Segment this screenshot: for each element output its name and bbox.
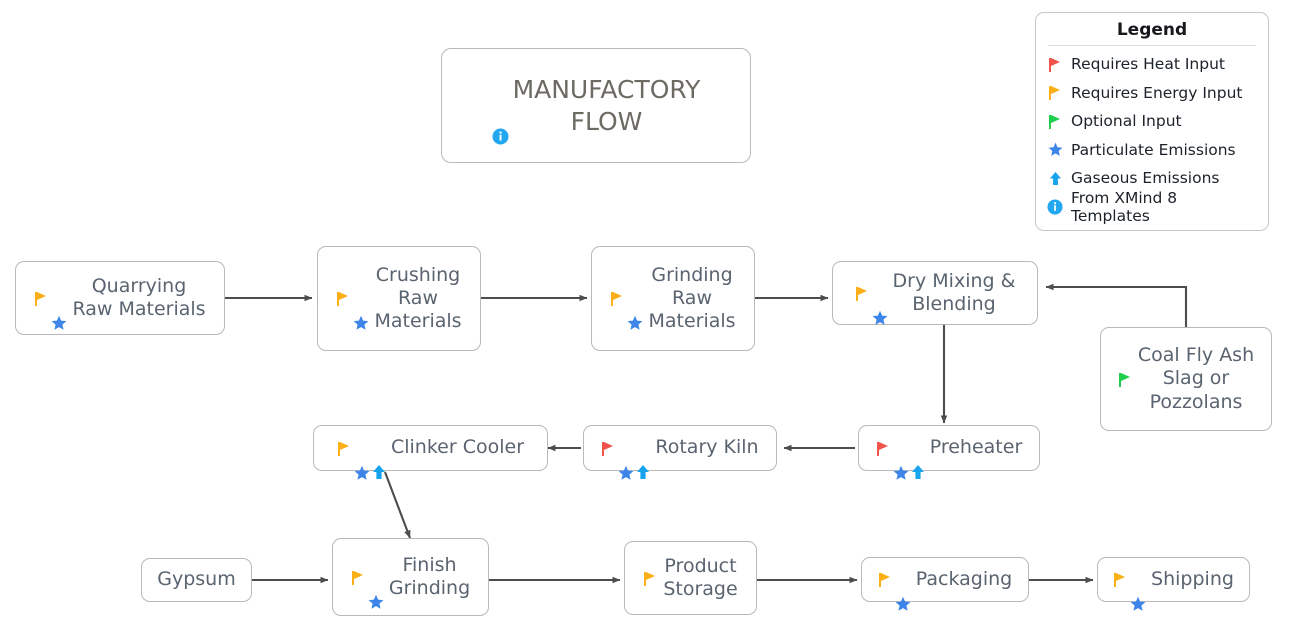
node-shipping-label: Shipping bbox=[1151, 567, 1234, 590]
info-icon bbox=[492, 97, 509, 145]
node-finish-grinding[interactable]: Finish Grinding bbox=[332, 538, 489, 616]
star-particulate-icon bbox=[354, 440, 370, 480]
node-gypsum[interactable]: Gypsum bbox=[141, 558, 252, 602]
node-crushing-label: Crushing Raw Materials bbox=[374, 263, 462, 333]
star-particulate-icon bbox=[368, 569, 384, 609]
flag-heat-icon bbox=[601, 440, 616, 457]
star-particulate-icon bbox=[895, 571, 911, 611]
node-clinker-cooler-label: Clinker Cooler bbox=[390, 436, 525, 459]
legend-panel: Legend Requires Heat Input Requires Ener… bbox=[1035, 12, 1269, 231]
star-particulate-icon bbox=[51, 290, 67, 330]
legend-title: Legend bbox=[1116, 20, 1188, 40]
flag-optional-icon bbox=[1046, 113, 1064, 130]
title-node-icons bbox=[492, 97, 509, 145]
node-quarrying-icons bbox=[34, 290, 67, 330]
flag-heat-icon bbox=[1046, 56, 1064, 73]
node-finish-grinding-icons bbox=[351, 569, 384, 609]
flag-heat-icon bbox=[876, 440, 891, 457]
node-preheater[interactable]: Preheater bbox=[858, 425, 1040, 480]
star-particulate-icon bbox=[893, 440, 909, 480]
legend-item-template: From XMind 8 Templates bbox=[1046, 189, 1258, 225]
node-gypsum-label: Gypsum bbox=[157, 568, 236, 591]
legend-item-heat-label: Requires Heat Input bbox=[1071, 55, 1225, 74]
legend-item-optional: Optional Input bbox=[1046, 107, 1258, 136]
legend-item-heat: Requires Heat Input bbox=[1046, 50, 1258, 79]
node-rotary-kiln-label: Rotary Kiln bbox=[655, 436, 759, 459]
arrow-up-gaseous-icon bbox=[911, 440, 925, 479]
flag-energy-icon bbox=[351, 569, 366, 586]
legend-item-optional-label: Optional Input bbox=[1071, 112, 1182, 131]
node-rotary-kiln[interactable]: Rotary Kiln bbox=[583, 425, 777, 480]
arrow-up-gaseous-icon bbox=[1046, 171, 1064, 186]
node-preheater-label: Preheater bbox=[929, 436, 1023, 459]
node-grinding[interactable]: Grinding Raw Materials bbox=[591, 246, 755, 351]
star-particulate-icon bbox=[872, 285, 888, 325]
flag-energy-icon bbox=[1113, 571, 1128, 588]
star-particulate-icon bbox=[1130, 571, 1146, 611]
title-node-label: MANUFACTORY FLOW bbox=[512, 75, 701, 136]
node-coal-fly-ash[interactable]: Coal Fly Ash Slag or Pozzolans bbox=[1100, 327, 1272, 431]
node-dry-mixing-blending[interactable]: Dry Mixing & Blending bbox=[832, 261, 1038, 325]
node-clinker-cooler-icons bbox=[337, 440, 386, 480]
title-node[interactable]: MANUFACTORY FLOW bbox=[441, 48, 751, 163]
legend-item-particulate-label: Particulate Emissions bbox=[1071, 140, 1236, 159]
edge-clinker-finishgrind bbox=[384, 471, 411, 539]
edge-coalflyash-drymixing bbox=[1045, 283, 1188, 329]
star-particulate-icon bbox=[353, 290, 369, 330]
flag-optional-icon bbox=[1118, 371, 1133, 388]
node-dry-mixing-icons bbox=[855, 285, 888, 325]
node-grinding-icons bbox=[610, 290, 643, 330]
node-product-storage[interactable]: Product Storage bbox=[624, 541, 757, 615]
node-coal-fly-ash-label: Coal Fly Ash Slag or Pozzolans bbox=[1137, 344, 1255, 413]
flag-energy-icon bbox=[610, 290, 625, 307]
legend-item-energy: Requires Energy Input bbox=[1046, 79, 1258, 108]
node-packaging-label: Packaging bbox=[915, 567, 1013, 590]
node-quarrying[interactable]: Quarrying Raw Materials bbox=[15, 261, 225, 335]
star-particulate-icon bbox=[1046, 142, 1064, 157]
node-finish-grinding-label: Finish Grinding bbox=[388, 553, 471, 599]
flag-energy-icon bbox=[1046, 84, 1064, 101]
flag-energy-icon bbox=[643, 570, 658, 587]
node-packaging-icons bbox=[878, 571, 911, 611]
legend-item-gaseous-label: Gaseous Emissions bbox=[1071, 169, 1220, 188]
info-icon bbox=[1046, 199, 1064, 215]
arrow-up-gaseous-icon bbox=[372, 440, 386, 479]
node-preheater-icons bbox=[876, 440, 925, 480]
legend-item-energy-label: Requires Energy Input bbox=[1071, 83, 1243, 102]
node-rotary-kiln-icons bbox=[601, 440, 650, 480]
star-particulate-icon bbox=[627, 290, 643, 330]
legend-divider bbox=[1048, 45, 1256, 46]
flag-energy-icon bbox=[336, 290, 351, 307]
node-crushing[interactable]: Crushing Raw Materials bbox=[317, 246, 481, 351]
node-product-storage-icons bbox=[643, 570, 658, 587]
flag-energy-icon bbox=[855, 285, 870, 302]
flag-energy-icon bbox=[337, 440, 352, 457]
node-shipping[interactable]: Shipping bbox=[1097, 557, 1250, 611]
node-clinker-cooler[interactable]: Clinker Cooler bbox=[313, 425, 548, 480]
flag-energy-icon bbox=[34, 290, 49, 307]
legend-item-gaseous: Gaseous Emissions bbox=[1046, 164, 1258, 193]
node-shipping-icons bbox=[1113, 571, 1146, 611]
node-grinding-label: Grinding Raw Materials bbox=[648, 263, 736, 333]
star-particulate-icon bbox=[618, 440, 634, 480]
node-product-storage-label: Product Storage bbox=[663, 554, 738, 600]
node-crushing-icons bbox=[336, 290, 369, 330]
legend-item-particulate: Particulate Emissions bbox=[1046, 136, 1258, 165]
arrow-up-gaseous-icon bbox=[636, 440, 650, 479]
node-dry-mixing-label: Dry Mixing & Blending bbox=[892, 269, 1016, 315]
node-coal-fly-ash-icons bbox=[1118, 371, 1133, 388]
node-quarrying-label: Quarrying Raw Materials bbox=[72, 274, 206, 320]
node-packaging[interactable]: Packaging bbox=[861, 557, 1029, 611]
legend-item-template-label: From XMind 8 Templates bbox=[1071, 188, 1178, 225]
flag-energy-icon bbox=[878, 571, 893, 588]
